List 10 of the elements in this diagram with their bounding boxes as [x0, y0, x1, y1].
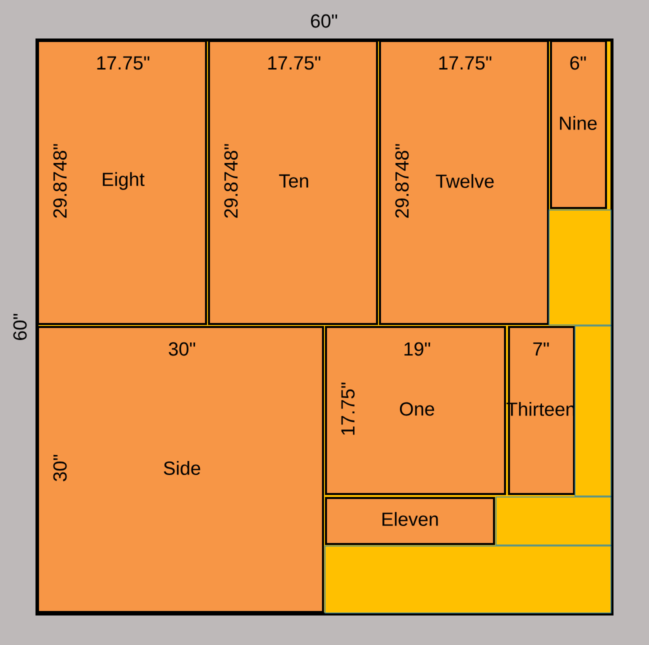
offcut-area	[496, 496, 612, 546]
cut-piece: Eleven	[325, 497, 495, 545]
node-label: 60"	[13, 314, 27, 340]
offcut-area	[548, 210, 612, 326]
cut-piece: 6" Nine	[550, 40, 607, 209]
node-label: 60"	[311, 14, 338, 28]
cut-piece: 17.75" 29.8748" Ten	[208, 40, 378, 325]
offcut-area	[574, 326, 612, 496]
cut-piece: 19" 17.75" One	[325, 326, 506, 495]
cut-piece: 17.75" 29.8748" Eight	[37, 40, 207, 325]
